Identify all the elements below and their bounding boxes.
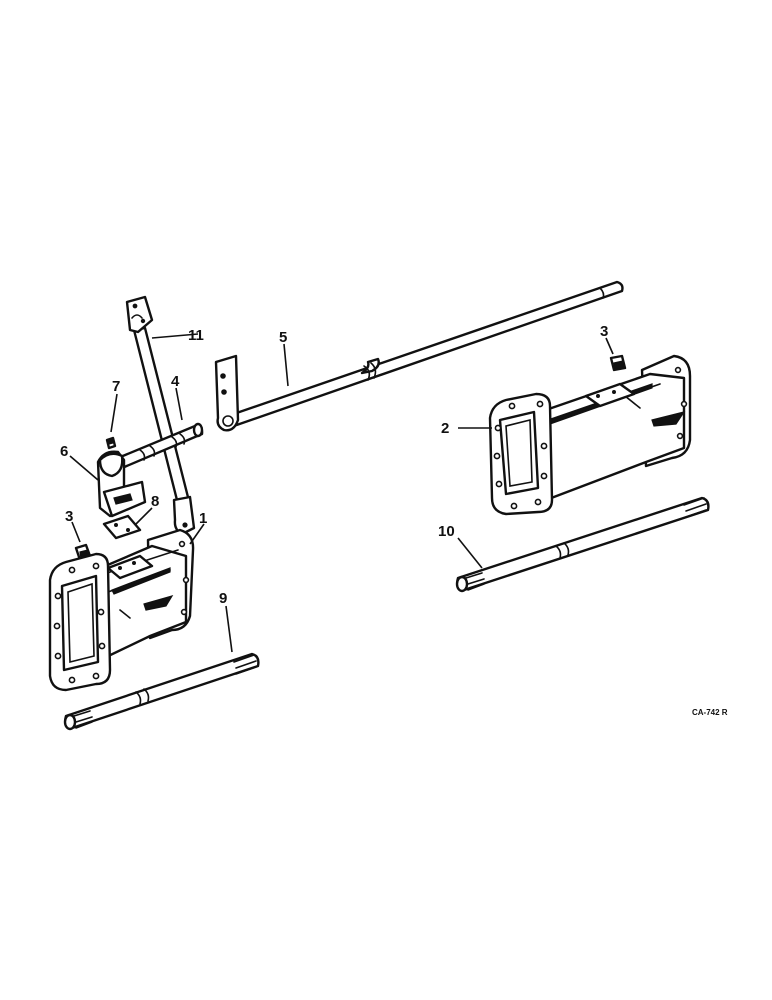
housing-part-1 [48, 528, 195, 692]
splined-shaft-part-10 [455, 496, 710, 593]
callout-11: 11 [188, 327, 204, 344]
leader-6 [69, 455, 99, 481]
cross-shaft-part-5 [214, 280, 624, 432]
drawing-code: CA-742 R [692, 708, 728, 717]
gasket-part-8 [102, 514, 142, 540]
callout-5: 5 [279, 329, 287, 346]
callout-8: 8 [151, 493, 159, 510]
splined-shaft-part-9 [63, 652, 260, 731]
leader-8 [135, 507, 153, 525]
callout-labels: 11 5 4 7 6 8 1 3 9 3 2 10 [60, 323, 608, 607]
leader-1 [189, 523, 205, 545]
callout-7: 7 [112, 378, 120, 395]
callout-3-right: 3 [600, 323, 608, 340]
housing-part-2 [488, 354, 692, 516]
leader-3-right [605, 337, 614, 355]
callout-2: 2 [441, 420, 449, 437]
leader-10 [457, 537, 483, 569]
leader-5 [283, 343, 289, 387]
leader-11 [151, 333, 199, 339]
callout-10: 10 [438, 523, 455, 540]
leader-4 [175, 387, 183, 421]
leader-9 [225, 605, 233, 653]
leader-3-left [71, 521, 81, 543]
callout-6: 6 [60, 443, 68, 460]
callout-9: 9 [219, 590, 227, 607]
callout-4: 4 [171, 373, 180, 390]
bracket-part-6 [96, 450, 147, 518]
callout-1: 1 [199, 510, 207, 527]
block-part-3-right [609, 354, 627, 372]
callout-3-left: 3 [65, 508, 73, 525]
leader-lines [69, 333, 614, 653]
nut-part-7 [105, 436, 117, 450]
leader-7 [110, 393, 118, 433]
